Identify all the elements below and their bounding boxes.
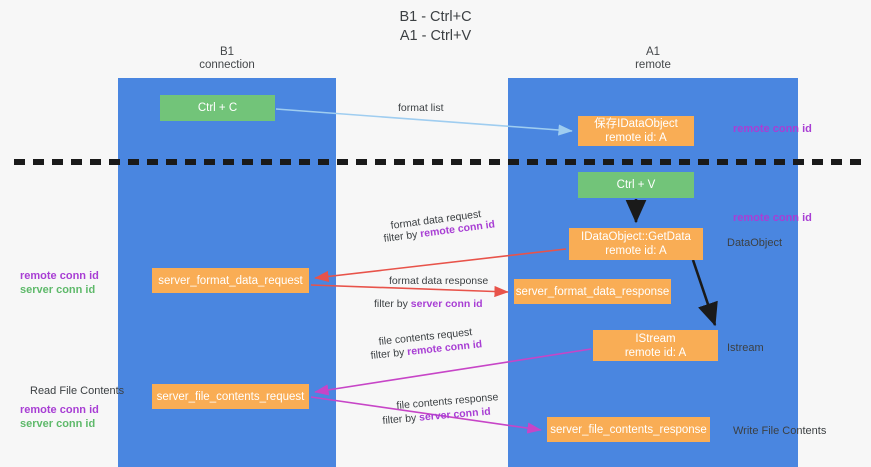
node-istream[interactable]: IStream remote id: A bbox=[593, 330, 718, 361]
node-istream-line1: IStream bbox=[635, 332, 676, 345]
annotation-write-file-contents: Write File Contents bbox=[733, 425, 827, 437]
diagram-title: B1 - Ctrl+C A1 - Ctrl+V bbox=[0, 8, 871, 46]
node-server-file-contents-request[interactable]: server_file_contents_request bbox=[152, 384, 309, 409]
node-idataobject-getdata-line1: IDataObject::GetData bbox=[581, 231, 691, 243]
edge-label-format-list: format list bbox=[398, 102, 444, 114]
annotation-left-server-conn-id-1: server conn id bbox=[20, 284, 96, 296]
title-line-1: B1 - Ctrl+C bbox=[399, 9, 472, 25]
node-idataobject-getdata-line2: remote id: A bbox=[605, 245, 667, 257]
node-server-format-data-response[interactable]: server_format_data_response bbox=[514, 279, 671, 304]
title-line-2: A1 - Ctrl+V bbox=[399, 28, 472, 44]
node-ctrl-v-label: Ctrl + V bbox=[616, 179, 656, 191]
node-server-file-contents-response-label: server_file_contents_response bbox=[550, 423, 707, 436]
node-istream-line2: remote id: A bbox=[624, 346, 687, 359]
column-header-a1-name: A1 bbox=[645, 46, 661, 58]
annotation-istream: Istream bbox=[727, 342, 764, 354]
annotation-left-conn-ids-bottom: remote conn id server conn id bbox=[20, 403, 99, 431]
column-header-b1-role: connection bbox=[199, 59, 255, 71]
edge-label-format-data-response-filter: filter by server conn id bbox=[374, 298, 483, 310]
edge-label-format-data-response: format data response bbox=[389, 275, 489, 287]
node-ctrl-v[interactable]: Ctrl + V bbox=[578, 172, 694, 198]
node-server-file-contents-response[interactable]: server_file_contents_response bbox=[547, 417, 710, 442]
column-header-a1-role: remote bbox=[635, 59, 671, 71]
node-ctrl-c-label: Ctrl + C bbox=[197, 102, 238, 114]
node-server-format-data-request[interactable]: server_format_data_request bbox=[152, 268, 309, 293]
node-server-format-data-response-label: server_format_data_response bbox=[515, 285, 670, 298]
annotation-left-remote-conn-id-2: remote conn id bbox=[20, 404, 99, 416]
annotation-remote-conn-id-top: remote conn id bbox=[733, 123, 812, 135]
node-save-idataobject-line2: remote id: A bbox=[605, 132, 667, 144]
node-idataobject-getdata[interactable]: IDataObject::GetData remote id: A bbox=[569, 228, 703, 260]
column-header-b1: B1 connection bbox=[118, 46, 336, 72]
node-save-idataobject-line1: 保存IDataObject bbox=[594, 118, 678, 130]
filter-id-server-conn-id-a: server conn id bbox=[410, 298, 483, 310]
column-header-b1-name: B1 bbox=[219, 46, 235, 58]
annotation-left-conn-ids-top: remote conn id server conn id bbox=[20, 269, 99, 297]
annotation-remote-conn-id-mid: remote conn id bbox=[733, 212, 812, 224]
node-server-file-contents-request-label: server_file_contents_request bbox=[156, 390, 305, 403]
node-server-format-data-request-label: server_format_data_request bbox=[158, 274, 303, 287]
annotation-dataobject: DataObject bbox=[727, 237, 783, 249]
column-header-a1: A1 remote bbox=[508, 46, 798, 72]
annotation-read-file-contents: Read File Contents bbox=[30, 385, 125, 397]
annotation-left-server-conn-id-2: server conn id bbox=[20, 418, 96, 430]
node-ctrl-c[interactable]: Ctrl + C bbox=[160, 95, 275, 121]
node-save-idataobject[interactable]: 保存IDataObject remote id: A bbox=[578, 116, 694, 146]
annotation-left-remote-conn-id-1: remote conn id bbox=[20, 270, 99, 282]
